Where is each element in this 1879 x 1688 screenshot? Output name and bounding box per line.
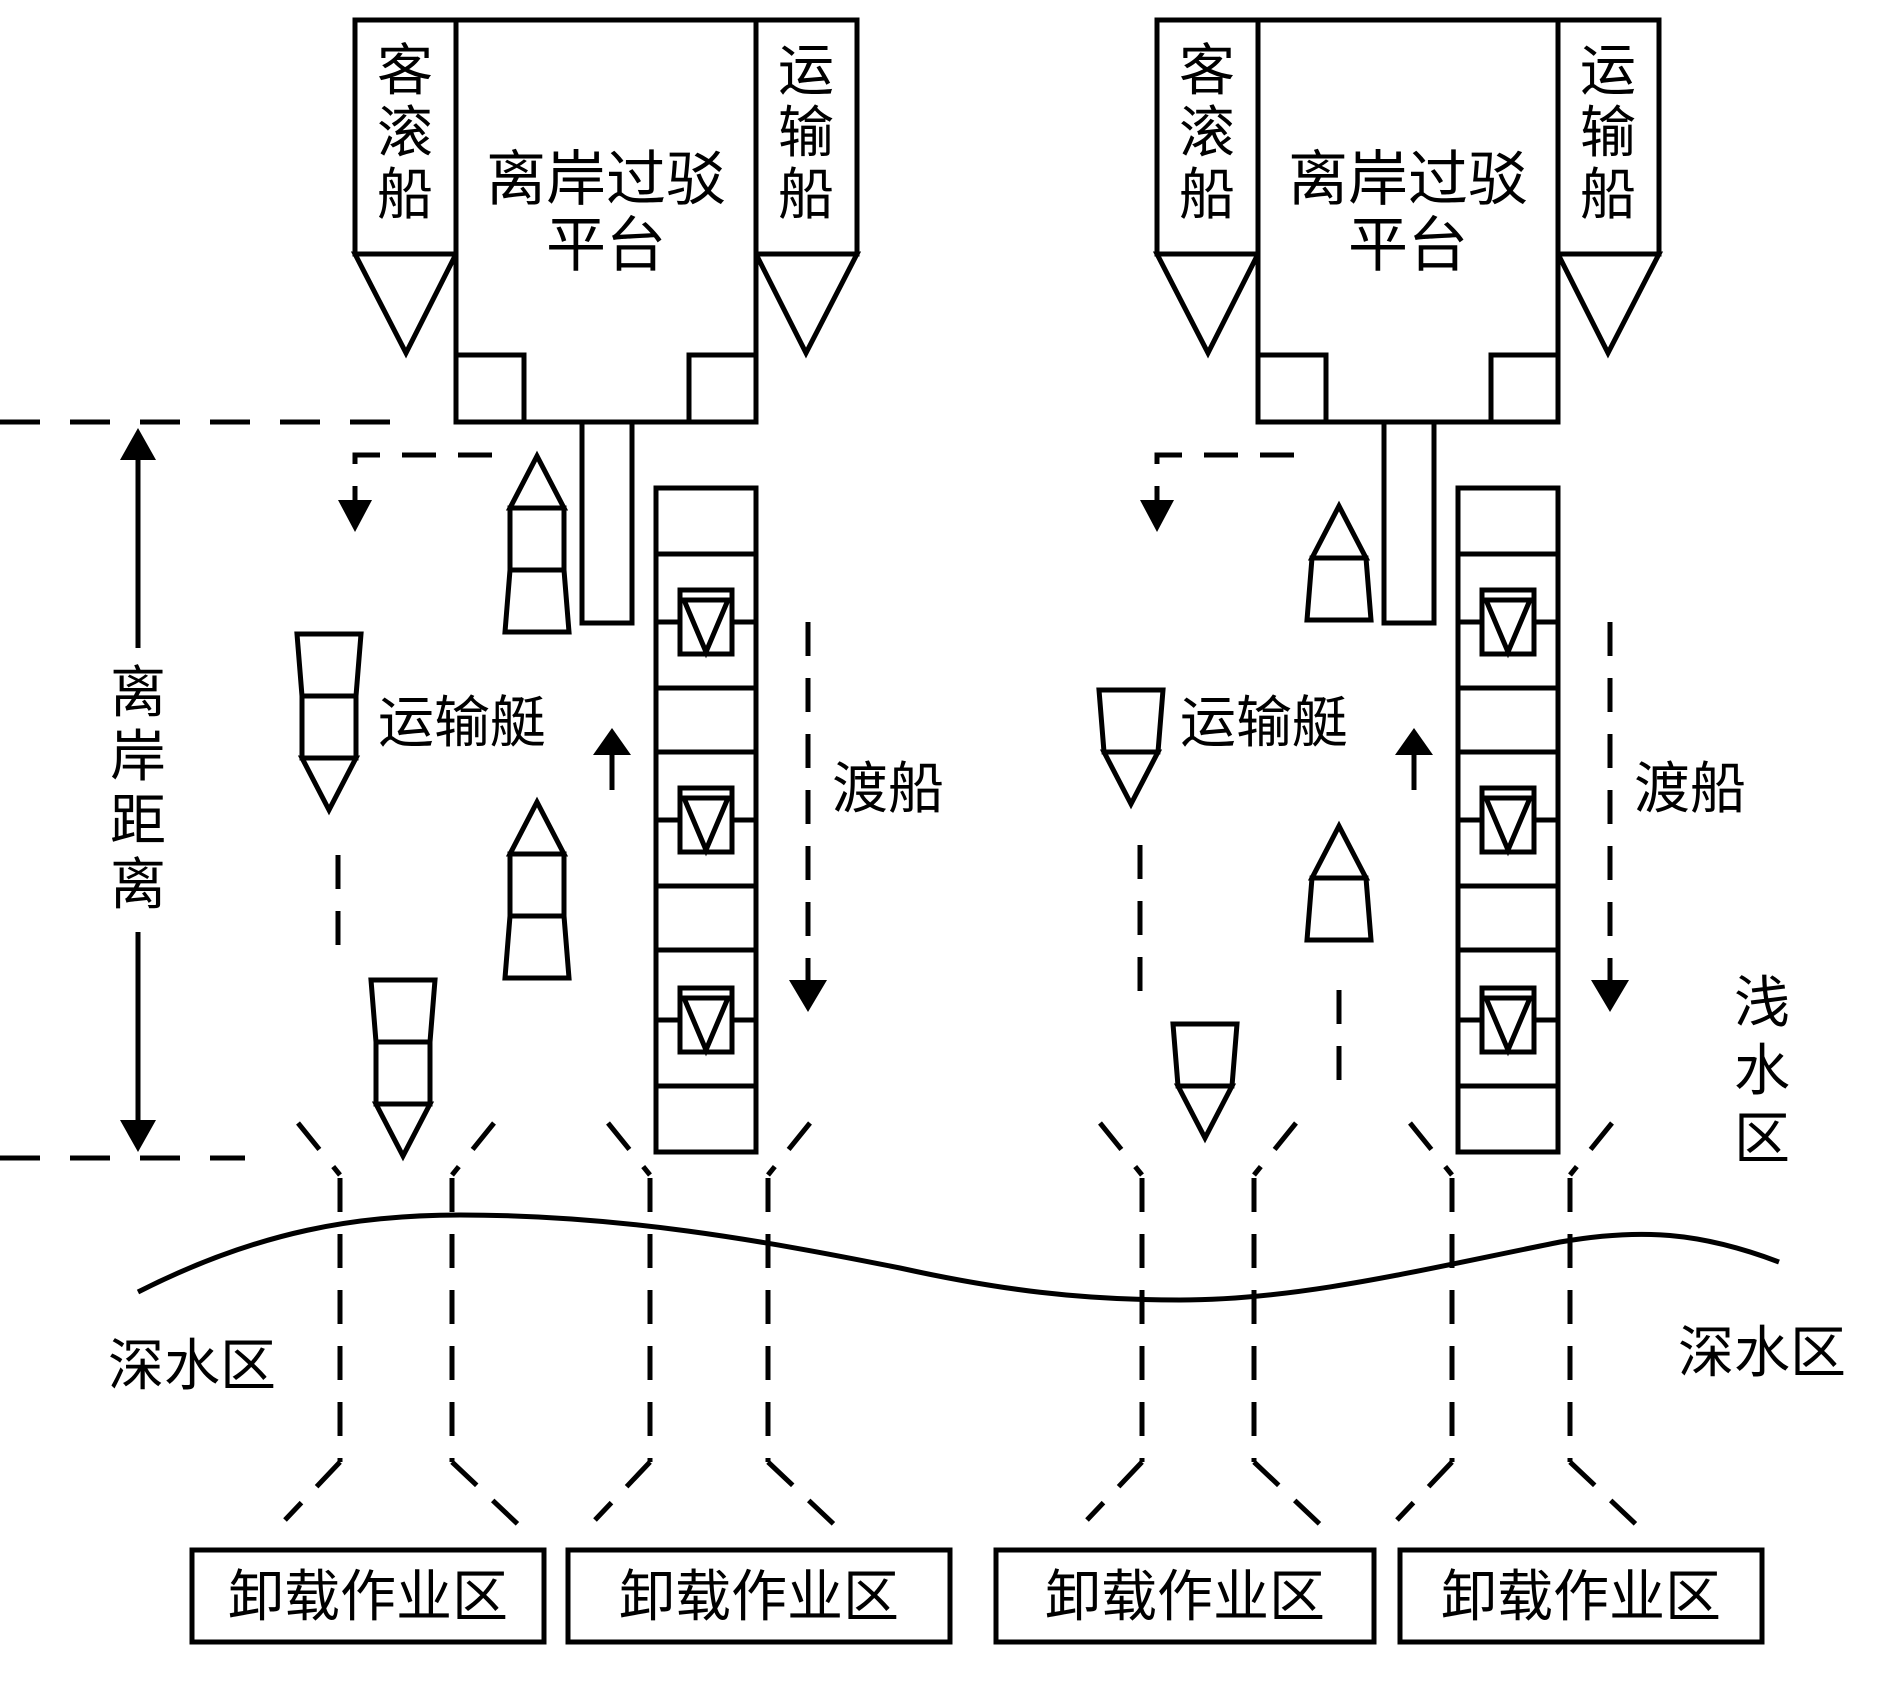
ferry	[656, 587, 756, 659]
platform-label-line1: 离岸过驳	[1288, 145, 1528, 215]
transport-boat-label: 运输艇	[1180, 691, 1348, 756]
svg-text:运: 运	[1580, 39, 1636, 104]
ro-ro-ship-label: 客滚船	[1179, 39, 1235, 228]
svg-text:客: 客	[377, 39, 433, 104]
shallow-water-label: 浅 水 区	[1734, 971, 1790, 1172]
ferry	[1458, 985, 1558, 1057]
ferry	[1458, 785, 1558, 857]
platform-corner-right	[1488, 352, 1561, 425]
channel-to-unloading-zone	[1085, 1121, 1328, 1532]
svg-text:水: 水	[1734, 1039, 1790, 1104]
offshore-distance-label-4: 离	[110, 853, 166, 918]
arrow-up-icon	[120, 428, 156, 460]
ferry	[656, 785, 756, 857]
offshore-distance-label-1: 离	[110, 661, 166, 726]
transport-ship: 运输船	[751, 17, 862, 359]
svg-text:输: 输	[1580, 101, 1636, 166]
unloading-zones: 卸载作业区 卸载作业区 卸载作业区 卸载作业区	[189, 1547, 1765, 1645]
unloading-zone-box	[993, 1547, 1377, 1645]
transport-boat-down	[294, 631, 364, 816]
svg-text:滚: 滚	[1179, 101, 1235, 166]
platform-label-line2: 平台	[546, 211, 666, 281]
deep-water-label-right: 深水区	[1678, 1321, 1846, 1386]
transport-ship: 运输船	[1553, 17, 1664, 359]
arrow-down-icon	[338, 500, 372, 532]
ferry-label: 渡船	[1634, 757, 1746, 822]
unloading-zone-label: 卸载作业区	[1441, 1565, 1721, 1630]
offshore-distance-dimension: 离 岸 距 离	[0, 419, 410, 1161]
transport-boat-down	[1096, 687, 1166, 810]
deep-water-label-left: 深水区	[108, 1334, 276, 1399]
svg-text:船: 船	[1580, 163, 1636, 228]
ro-ro-ship-label: 客滚船	[377, 39, 433, 228]
channel-to-unloading-zone	[1395, 1121, 1644, 1532]
transport-boat-up	[1304, 820, 1374, 943]
arrow-up-icon	[1395, 728, 1433, 755]
unloading-zone-label: 卸载作业区	[228, 1565, 508, 1630]
svg-text:船: 船	[778, 163, 834, 228]
unloading-zone-label: 卸载作业区	[619, 1565, 899, 1630]
offshore-distance-label-3: 距	[110, 789, 166, 854]
arrow-down-icon	[789, 980, 827, 1012]
transport-ship-label: 运输船	[1580, 39, 1636, 228]
svg-text:输: 输	[778, 101, 834, 166]
platform-label-line1: 离岸过驳	[486, 145, 726, 215]
ferry-column	[1455, 485, 1561, 1155]
offshore-distance-label-2: 岸	[110, 725, 166, 790]
transport-boat-down	[368, 977, 438, 1162]
platform-label-line2: 平台	[1348, 211, 1468, 281]
transport-boat-up	[1304, 500, 1374, 623]
unloading-zone-box	[565, 1547, 953, 1645]
transport-boat-up	[502, 796, 572, 981]
arrow-down-icon	[120, 1120, 156, 1152]
channel-to-unloading-zone	[593, 1121, 842, 1532]
transport-boat-label: 运输艇	[378, 691, 546, 756]
pier	[1381, 419, 1437, 626]
ro-ro-ship: 客滚船	[350, 17, 461, 359]
svg-text:滚: 滚	[377, 101, 433, 166]
ferry-label: 渡船	[832, 757, 944, 822]
svg-text:运: 运	[778, 39, 834, 104]
svg-text:船: 船	[377, 163, 433, 228]
svg-text:浅: 浅	[1734, 971, 1790, 1036]
transport-boat-up	[502, 450, 572, 635]
unloading-zone-box	[189, 1547, 547, 1645]
arrow-down-icon	[1140, 500, 1174, 532]
svg-text:客: 客	[1179, 39, 1235, 104]
platform-corner-left	[453, 352, 527, 425]
unloading-zone-box	[1397, 1547, 1765, 1645]
ferry	[656, 985, 756, 1057]
svg-text:区: 区	[1734, 1107, 1790, 1172]
pier	[579, 419, 635, 626]
channel-to-unloading-zone	[283, 1121, 526, 1532]
shoreline-curve	[136, 1212, 1780, 1303]
ferry-column	[653, 485, 759, 1155]
transport-ship-label: 运输船	[778, 39, 834, 228]
svg-text:船: 船	[1179, 163, 1235, 228]
platform-corner-right	[686, 352, 759, 425]
transport-boat-down	[1170, 1021, 1240, 1144]
arrow-down-icon	[1591, 980, 1629, 1012]
return-route-line	[1154, 452, 1294, 500]
unloading-zone-label: 卸载作业区	[1045, 1565, 1325, 1630]
ro-ro-ship: 客滚船	[1152, 17, 1263, 359]
return-route-line	[352, 452, 492, 500]
platform-corner-left	[1255, 352, 1329, 425]
arrow-up-icon	[593, 728, 631, 755]
ferry	[1458, 587, 1558, 659]
